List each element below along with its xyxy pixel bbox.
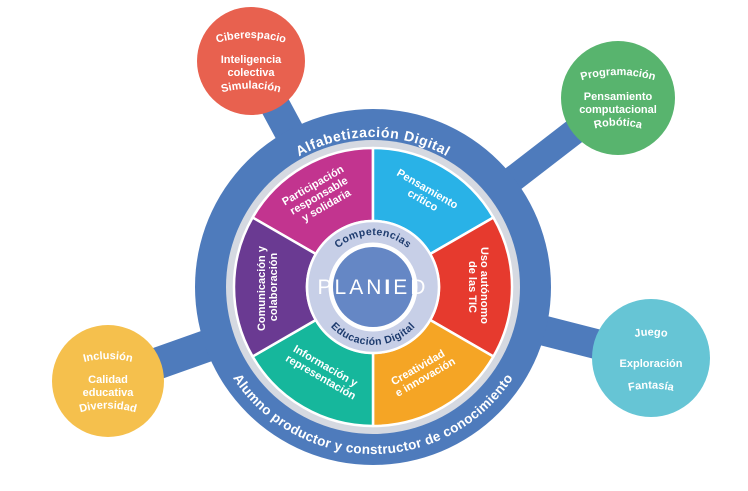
center-circle	[333, 247, 413, 327]
svg-text:Diversidad: Diversidad	[78, 399, 138, 415]
satellite-inclusion-line3: educativa	[83, 387, 135, 399]
svg-text:Inclusión: Inclusión	[82, 350, 134, 365]
satellite-juego-line1: Juego	[634, 326, 669, 339]
satellite-inclusion-line2: Calidad	[88, 374, 128, 386]
satellite-juego: Juego Exploración Fantasía	[592, 299, 710, 417]
satellite-ciberespacio-line2: Inteligencia	[221, 54, 282, 66]
satellite-ciberespacio-line4: Simulación	[220, 79, 282, 95]
satellite-inclusion-line1: Inclusión	[82, 350, 134, 365]
satellite-programacion-line1: Programación	[579, 66, 657, 83]
satellite-programacion-line4: Robótica	[593, 116, 644, 131]
satellite-ciberespacio-line3: colectiva	[227, 67, 275, 79]
satellite-ciberespacio-line1: Ciberespacio	[215, 29, 288, 46]
satellite-inclusion-circle	[52, 325, 164, 437]
segment-label-comunicacion: Comunicación y colaboración	[256, 243, 280, 331]
satellite-programacion: Programación Pensamiento computacional R…	[561, 41, 675, 155]
satellite-ciberespacio: Ciberespacio Inteligencia colectiva Simu…	[197, 7, 305, 115]
satellite-programacion-line3: computacional	[579, 104, 657, 116]
svg-text:Fantasía: Fantasía	[627, 379, 676, 394]
satellite-ciberespacio-circle	[197, 7, 305, 115]
planied-logo-pre: PLAN	[318, 276, 385, 299]
planied-logo: PLANIED	[318, 276, 429, 299]
satellite-programacion-circle	[561, 41, 675, 155]
segment-label-uso-autonomo: Uso autónomo de las TIC	[466, 247, 490, 327]
svg-text:Simulación: Simulación	[220, 79, 282, 95]
center-white-ring	[328, 242, 418, 332]
svg-text:Robótica: Robótica	[593, 116, 644, 131]
main-wheel	[195, 109, 551, 465]
svg-text:Juego: Juego	[634, 326, 669, 339]
satellite-juego-line3: Fantasía	[627, 379, 676, 394]
satellite-inclusion-line4: Diversidad	[78, 399, 138, 415]
satellite-inclusion: Inclusión Calidad educativa Diversidad	[52, 325, 164, 437]
planied-logo-post: ED	[393, 276, 428, 299]
planied-logo-i: I	[384, 276, 393, 299]
satellite-juego-circle	[592, 299, 710, 417]
svg-text:Ciberespacio: Ciberespacio	[215, 29, 288, 46]
satellite-programacion-line2: Pensamiento	[584, 91, 653, 103]
svg-text:Programación: Programación	[579, 66, 657, 83]
satellite-juego-line2: Exploración	[620, 358, 683, 370]
